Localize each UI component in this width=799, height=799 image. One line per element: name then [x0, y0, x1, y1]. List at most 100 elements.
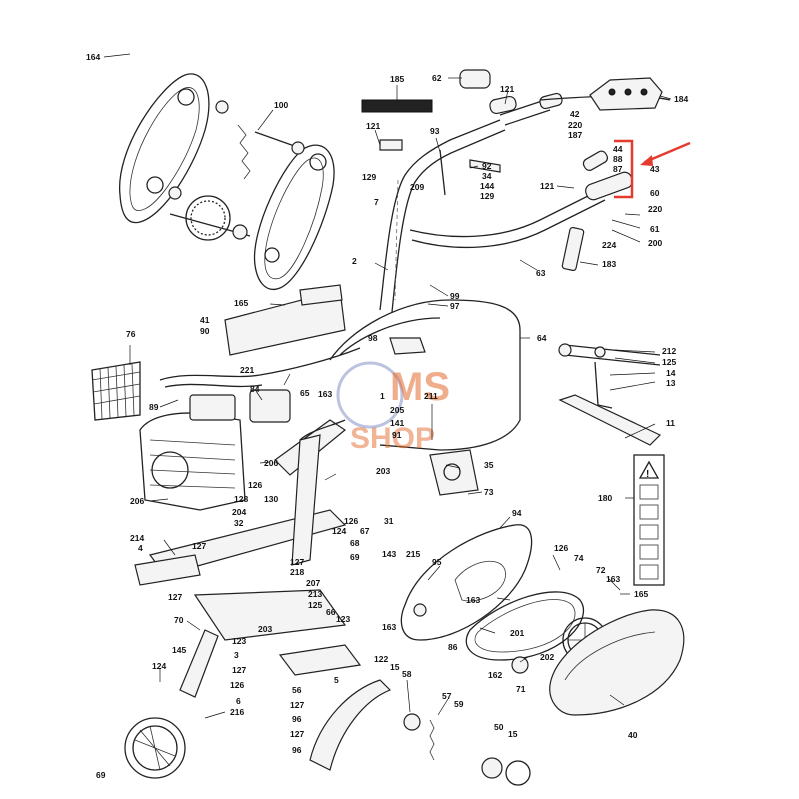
callout-127: 127 [290, 700, 304, 710]
callout-84: 84 [250, 384, 260, 394]
callout-41: 41 [200, 315, 210, 325]
callout-184: 184 [674, 94, 688, 104]
callout-74: 74 [574, 553, 584, 563]
callout-126: 126 [248, 480, 262, 490]
callout-42: 42 [570, 109, 580, 119]
callout-4: 4 [138, 543, 143, 553]
callout-15: 15 [390, 662, 400, 672]
callout-127: 127 [290, 729, 304, 739]
callout-3: 3 [234, 650, 239, 660]
callout-144: 144 [480, 181, 494, 191]
watermark-line1: MS [390, 365, 450, 409]
callout-126: 126 [554, 543, 568, 553]
callout-61: 61 [650, 224, 660, 234]
callout-14: 14 [666, 368, 676, 378]
callout-31: 31 [384, 516, 394, 526]
callout-218: 218 [290, 567, 304, 577]
callout-209: 209 [410, 182, 424, 192]
callout-123: 123 [336, 614, 350, 624]
callout-125: 125 [308, 600, 322, 610]
callout-129: 129 [480, 191, 494, 201]
callout-7: 7 [374, 197, 379, 207]
callout-224: 224 [602, 240, 616, 250]
callout-68: 68 [350, 538, 360, 548]
callout-40: 40 [628, 730, 638, 740]
callout-163: 163 [466, 595, 480, 605]
callout-200: 200 [648, 238, 662, 248]
callout-44: 44 [613, 144, 623, 154]
callout-141: 141 [390, 418, 404, 428]
callout-127: 127 [168, 592, 182, 602]
callout-213: 213 [308, 589, 322, 599]
callout-32: 32 [234, 518, 244, 528]
chassis-frame [134, 419, 362, 676]
engine [139, 394, 246, 511]
svg-text:!: ! [646, 469, 649, 480]
callout-58: 58 [402, 669, 412, 679]
callout-76: 76 [126, 329, 136, 339]
callout-165: 165 [234, 298, 248, 308]
callout-92: 92 [482, 161, 492, 171]
watermark: MS SHOP [336, 361, 450, 455]
callout-204: 204 [232, 507, 246, 517]
callout-15: 15 [508, 729, 518, 739]
callout-127: 127 [232, 665, 246, 675]
callout-143: 143 [382, 549, 396, 559]
callout-89: 89 [149, 402, 159, 412]
callout-162: 162 [488, 670, 502, 680]
callout-34: 34 [482, 171, 492, 181]
callout-64: 64 [537, 333, 547, 343]
callout-93: 93 [430, 126, 440, 136]
handlebar-assembly [361, 69, 671, 313]
callout-130: 130 [264, 494, 278, 504]
callout-203: 203 [376, 466, 390, 476]
callout-99: 99 [450, 291, 460, 301]
callout-163: 163 [382, 622, 396, 632]
callout-127: 127 [192, 541, 206, 551]
callout-91: 91 [392, 430, 402, 440]
callout-62: 62 [432, 73, 442, 83]
callout-67: 67 [360, 526, 370, 536]
callout-69: 69 [350, 552, 360, 562]
callout-125: 125 [662, 357, 676, 367]
callout-180: 180 [598, 493, 612, 503]
callout-94: 94 [512, 508, 522, 518]
callout-163: 163 [606, 574, 620, 584]
callout-96: 96 [292, 745, 302, 755]
callout-50: 50 [494, 722, 504, 732]
callout-214: 214 [130, 533, 144, 543]
callout-70: 70 [174, 615, 184, 625]
grass-grate [91, 361, 141, 421]
belt-drive-assembly [119, 73, 335, 290]
callout-123: 123 [232, 636, 246, 646]
callout-13: 13 [666, 378, 676, 388]
belt-cover [400, 524, 533, 641]
wheel-assembly [124, 629, 531, 786]
callout-122: 122 [374, 654, 388, 664]
callout-87: 87 [613, 164, 623, 174]
callout-59: 59 [454, 699, 464, 709]
callout-35: 35 [484, 460, 494, 470]
callout-95: 95 [432, 557, 442, 567]
callout-124: 124 [152, 661, 166, 671]
callout-164: 164 [86, 52, 100, 62]
callout-69: 69 [96, 770, 106, 780]
callout-100: 100 [274, 100, 288, 110]
callout-11: 11 [666, 418, 675, 428]
warning-labels: ! [633, 454, 665, 586]
callout-72: 72 [596, 565, 606, 575]
callout-2: 2 [352, 256, 357, 266]
callout-121: 121 [540, 181, 554, 191]
highlight-marker [614, 139, 691, 199]
chain-guard [549, 609, 685, 716]
callout-66: 66 [326, 607, 336, 617]
callout-121: 121 [366, 121, 380, 131]
callout-165: 165 [634, 589, 648, 599]
callout-6: 6 [236, 696, 241, 706]
gearbox [429, 449, 479, 496]
callout-183: 183 [602, 259, 616, 269]
callout-206: 206 [130, 496, 144, 506]
callout-216: 216 [230, 707, 244, 717]
callout-73: 73 [484, 487, 494, 497]
